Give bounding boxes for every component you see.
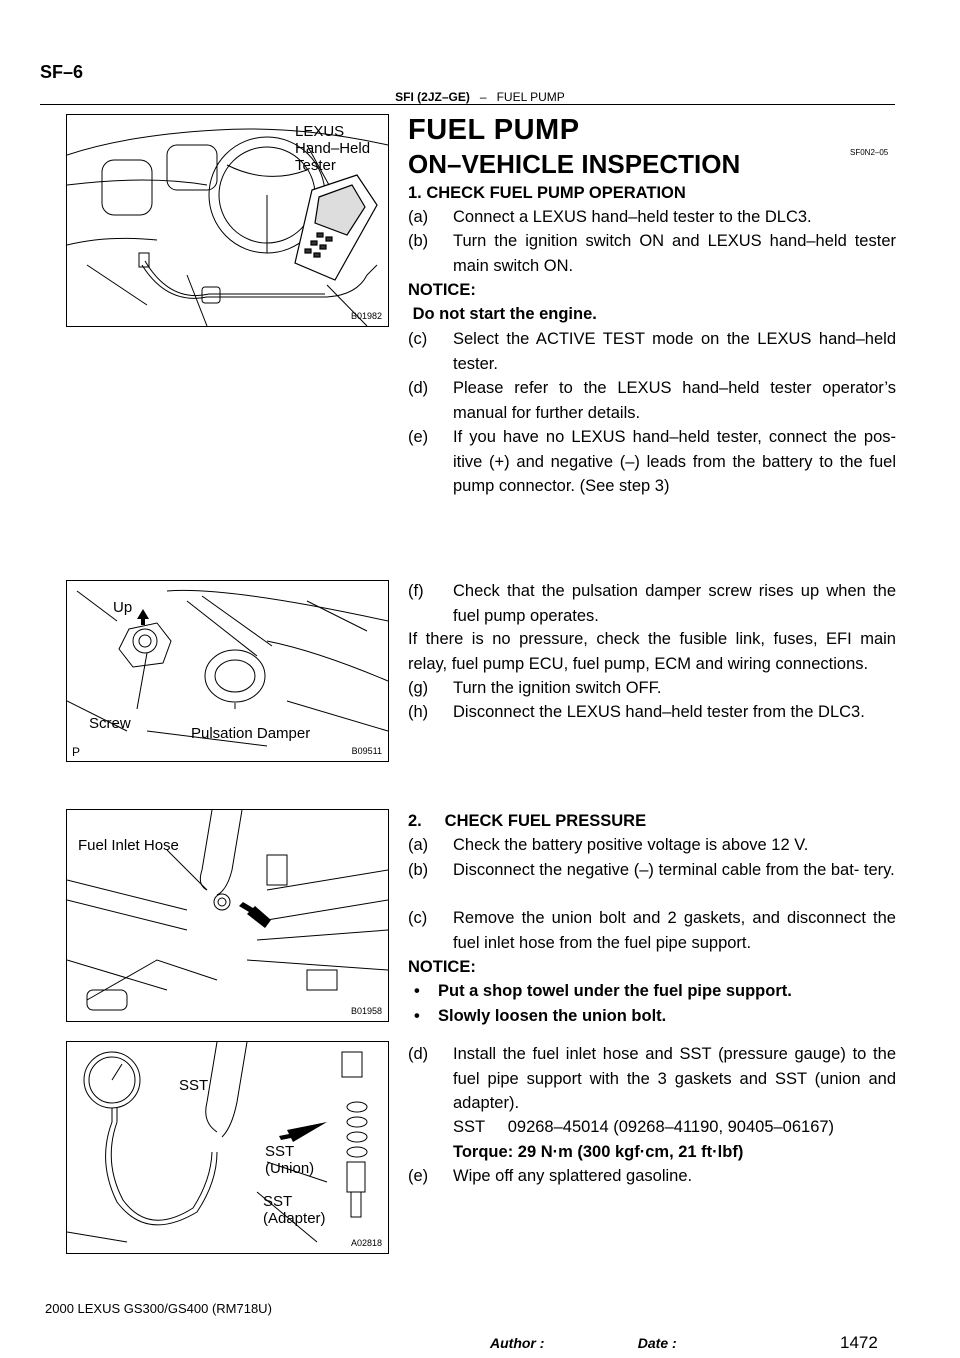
fig2-label-pulsation-damper: Pulsation Damper bbox=[191, 725, 311, 742]
step-2b-label: (b) bbox=[408, 861, 429, 879]
footer-page-number: 1472 bbox=[840, 1333, 878, 1352]
figure-pulsation-damper: Up Screw Pulsation Damper P B09511 bbox=[66, 580, 389, 762]
notice-2-label: NOTICE: bbox=[408, 958, 476, 976]
bullet-1-marker: • bbox=[414, 982, 420, 1000]
step-1d-text: Please refer to the LEXUS hand–held test… bbox=[453, 379, 896, 422]
step-2a-text: Check the battery positive voltage is ab… bbox=[453, 836, 809, 854]
fig4-label-adapter: (Adapter) bbox=[263, 1210, 326, 1227]
pulsation-damper-illustration bbox=[67, 589, 388, 747]
step-2c-label: (c) bbox=[408, 909, 428, 927]
step-2d-torque: Torque: 29 N·m (300 kgf·cm, 21 ft·lbf) bbox=[453, 1143, 744, 1161]
step-1g-label: (g) bbox=[408, 679, 429, 697]
step-1h-text: Disconnect the LEXUS hand–held tester fr… bbox=[453, 703, 865, 721]
fig1-label-lexus: LEXUS bbox=[295, 123, 345, 140]
step-1f-label: (f) bbox=[408, 582, 424, 600]
step-1h-label: (h) bbox=[408, 703, 429, 721]
section-name: SFI (2JZ–GE) bbox=[395, 90, 470, 104]
fig2-label-screw: Screw bbox=[89, 715, 131, 732]
fig4-label-union: (Union) bbox=[265, 1160, 315, 1177]
step-1b-text: Turn the ignition switch ON and LEXUS ha… bbox=[453, 232, 896, 275]
fig4-label-sst-union: SST bbox=[265, 1143, 295, 1160]
fig1-code: B01982 bbox=[350, 311, 382, 321]
fig2-code: B09511 bbox=[351, 746, 382, 756]
tester-illustration bbox=[67, 128, 388, 326]
running-header: SFI (2JZ–GE) – FUEL PUMP bbox=[0, 90, 960, 104]
step-2d-sst: SST 09268–45014 (09268–41190, 90405–0616… bbox=[453, 1118, 835, 1136]
notice-2-bullet-2: • Slowly loosen the union bolt. bbox=[408, 1004, 896, 1029]
fig3-label-fuel-inlet-hose: Fuel Inlet Hose bbox=[78, 837, 179, 854]
fig2-label-p: P bbox=[72, 745, 81, 759]
fig4-label-sst-adapter: SST bbox=[263, 1193, 293, 1210]
bullet-2-text: Slowly loosen the union bolt. bbox=[438, 1007, 667, 1025]
section-topic: FUEL PUMP bbox=[496, 90, 565, 104]
notice-1-text: Do not start the engine. bbox=[408, 305, 597, 323]
header-rule bbox=[40, 104, 895, 105]
notice-2-bullet-1: • Put a shop towel under the fuel pipe s… bbox=[408, 979, 896, 1004]
step-1c: (c) Select the ACTIVE TEST mode on the L… bbox=[408, 327, 896, 377]
step-1b-label: (b) bbox=[408, 232, 429, 250]
fuel-inlet-hose-illustration bbox=[67, 810, 388, 1011]
bullet-1-text: Put a shop towel under the fuel pipe sup… bbox=[438, 982, 792, 1000]
figure-fuel-inlet-hose: Fuel Inlet Hose B01958 bbox=[66, 809, 389, 1022]
step-1c-label: (c) bbox=[408, 330, 428, 348]
step-2a: (a) Check the battery positive voltage i… bbox=[408, 833, 896, 858]
fig4-code: A02818 bbox=[350, 1238, 382, 1248]
step-1d-label: (d) bbox=[408, 379, 429, 397]
fig1-label-handheld: Hand–Held bbox=[295, 140, 371, 157]
page-id: SF–6 bbox=[40, 62, 84, 82]
step-1c-text: Select the ACTIVE TEST mode on the LEXUS… bbox=[453, 330, 896, 373]
fig2-label-up: Up bbox=[113, 599, 133, 616]
fig1-label-tester: Tester bbox=[295, 157, 336, 174]
step-1-no-pressure-note: If there is no pressure, check the fusib… bbox=[408, 630, 896, 673]
step-2b: (b) Disconnect the negative (–) terminal… bbox=[408, 858, 896, 908]
step-2c: (c) Remove the union bolt and 2 gaskets,… bbox=[408, 906, 896, 956]
step-2e: (e) Wipe off any splattered gasoline. bbox=[408, 1164, 896, 1189]
step-2d: (d) Install the fuel inlet hose and SST … bbox=[408, 1042, 896, 1117]
header-separator: – bbox=[479, 90, 487, 104]
step-1g-text: Turn the ignition switch OFF. bbox=[453, 679, 662, 697]
step-1b: (b) Turn the ignition switch ON and LEXU… bbox=[408, 229, 896, 279]
footer-author-date: Author : Date : bbox=[490, 1335, 677, 1351]
step-2e-label: (e) bbox=[408, 1167, 429, 1185]
step-2d-text: Install the fuel inlet hose and SST (pre… bbox=[453, 1045, 896, 1112]
sst-gauge-illustration bbox=[67, 1042, 368, 1243]
step-1e: (e) If you have no LEXUS hand–held teste… bbox=[408, 425, 896, 500]
step-1a-text: Connect a LEXUS hand–held tester to the … bbox=[453, 208, 812, 226]
step-1f: (f) Check that the pulsation damper scre… bbox=[408, 579, 896, 629]
figure-sst-gauge: SST SST (Union) SST (Adapter) A02818 bbox=[66, 1041, 389, 1254]
document-code: SF0N2–05 bbox=[850, 148, 889, 157]
step-2b-text: Disconnect the negative (–) terminal cab… bbox=[453, 861, 895, 879]
figure-tester: LEXUS Hand–Held Tester B01982 bbox=[66, 114, 389, 327]
section-title: FUEL PUMP bbox=[408, 114, 580, 146]
step-1h: (h) Disconnect the LEXUS hand–held teste… bbox=[408, 700, 896, 725]
step-1a-label: (a) bbox=[408, 208, 429, 226]
step2-heading: 2. CHECK FUEL PRESSURE bbox=[408, 812, 647, 830]
step-2e-text: Wipe off any splattered gasoline. bbox=[453, 1167, 693, 1185]
bullet-2-marker: • bbox=[414, 1007, 420, 1025]
step1-heading: 1. CHECK FUEL PUMP OPERATION bbox=[408, 184, 686, 202]
step-1g: (g) Turn the ignition switch OFF. bbox=[408, 676, 896, 701]
step-2d-label: (d) bbox=[408, 1045, 429, 1063]
fig3-code: B01958 bbox=[350, 1006, 382, 1016]
fig4-label-sst: SST bbox=[179, 1077, 209, 1094]
notice-1-label: NOTICE: bbox=[408, 281, 476, 299]
step-1f-text: Check that the pulsation damper screw ri… bbox=[453, 582, 896, 625]
step-1e-text: If you have no LEXUS hand–held tester, c… bbox=[453, 428, 896, 495]
section-subtitle: ON–VEHICLE INSPECTION bbox=[408, 149, 741, 179]
step-1d: (d) Please refer to the LEXUS hand–held … bbox=[408, 376, 896, 426]
step-1a: (a) Connect a LEXUS hand–held tester to … bbox=[408, 205, 896, 230]
footer-model: 2000 LEXUS GS300/GS400 (RM718U) bbox=[45, 1301, 272, 1316]
step-2a-label: (a) bbox=[408, 836, 429, 854]
step-1e-label: (e) bbox=[408, 428, 429, 446]
step-2c-text: Remove the union bolt and 2 gaskets, and… bbox=[453, 909, 896, 952]
